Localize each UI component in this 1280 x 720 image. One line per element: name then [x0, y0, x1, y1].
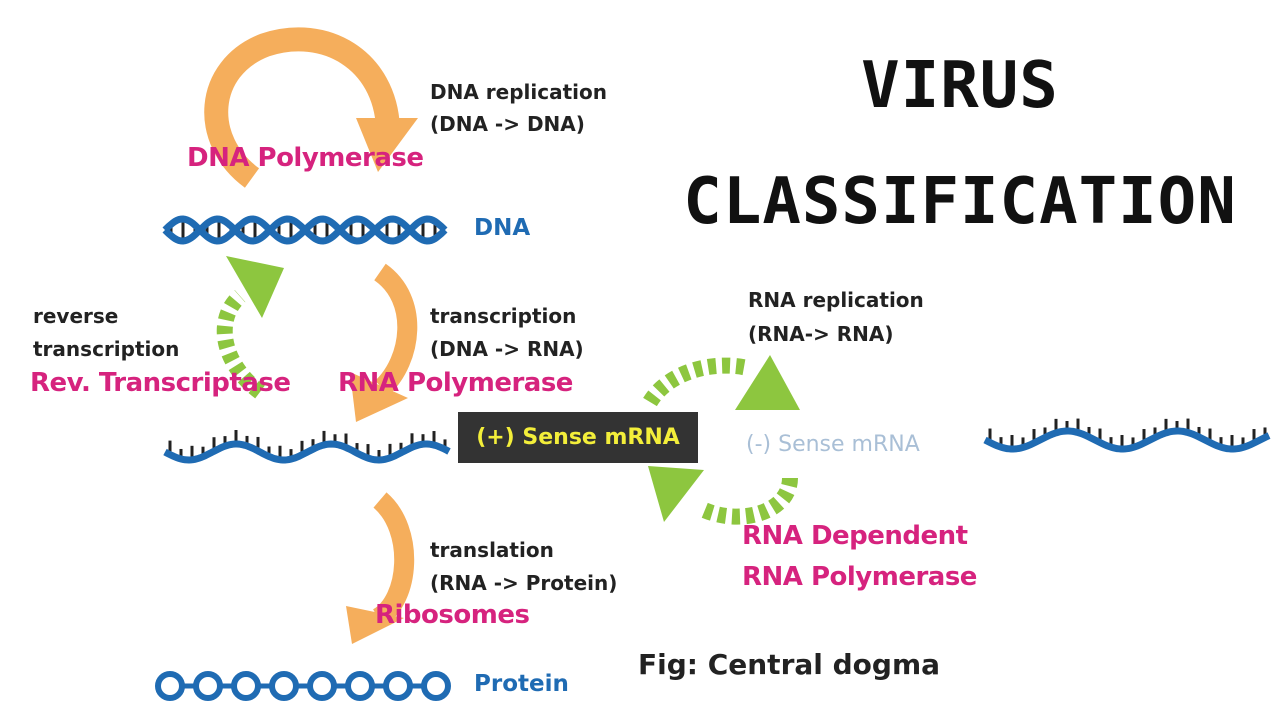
amino-acid-bead — [307, 671, 337, 701]
amino-acid-bead — [231, 671, 261, 701]
rna-polymerase-label: RNA Polymerase — [338, 368, 573, 398]
minus-sense-mrna-label: (-) Sense mRNA — [746, 432, 920, 457]
translation-formula: (RNA -> Protein) — [430, 571, 618, 595]
transcription-arrow — [350, 263, 418, 422]
dna-helix — [162, 215, 448, 245]
minus-mrna-strand — [983, 418, 1271, 453]
dna-replication-loop-arrow — [204, 27, 418, 188]
dna-label: DNA — [474, 215, 531, 241]
protein-chain — [155, 671, 451, 701]
rna-replication-arrow-top — [643, 355, 800, 410]
rna-replication-label: RNA replication — [748, 288, 924, 312]
reverse-transcription-label: reverse — [33, 304, 119, 328]
rev-transcriptase-label: Rev. Transcriptase — [30, 368, 291, 398]
title-line2: CLASSIFICATION — [683, 165, 1237, 239]
title-line1: VIRUS — [861, 49, 1059, 123]
dna-replication-label: DNA replication — [430, 80, 607, 104]
reverse-transcription-label-2: transcription — [33, 337, 180, 361]
figure-caption: Fig: Central dogma — [638, 648, 941, 681]
amino-acid-bead — [421, 671, 451, 701]
amino-acid-bead — [345, 671, 375, 701]
plus-sense-mrna-badge: (+) Sense mRNA — [458, 412, 698, 463]
plus-mrna-strand — [163, 430, 451, 464]
amino-acid-bead — [269, 671, 299, 701]
amino-acid-bead — [193, 671, 223, 701]
translation-label: translation — [430, 538, 554, 562]
rdrp-label-line1: RNA Dependent — [742, 521, 968, 551]
rdrp-label-line2: RNA Polymerase — [742, 562, 977, 592]
plus-sense-mrna-label: (+) Sense mRNA — [476, 425, 680, 450]
transcription-formula: (DNA -> RNA) — [430, 337, 584, 361]
transcription-label: transcription — [430, 304, 577, 328]
rna-replication-arrow-bottom — [648, 466, 798, 525]
amino-acid-bead — [383, 671, 413, 701]
dna-polymerase-label: DNA Polymerase — [187, 143, 424, 173]
ribosomes-label: Ribosomes — [375, 600, 530, 630]
dna-replication-formula: (DNA -> DNA) — [430, 112, 585, 136]
amino-acid-bead — [155, 671, 185, 701]
protein-label: Protein — [474, 671, 569, 697]
translation-arrow — [346, 492, 415, 644]
rna-replication-formula: (RNA-> RNA) — [748, 322, 894, 346]
reverse-transcription-arrow — [216, 256, 284, 399]
